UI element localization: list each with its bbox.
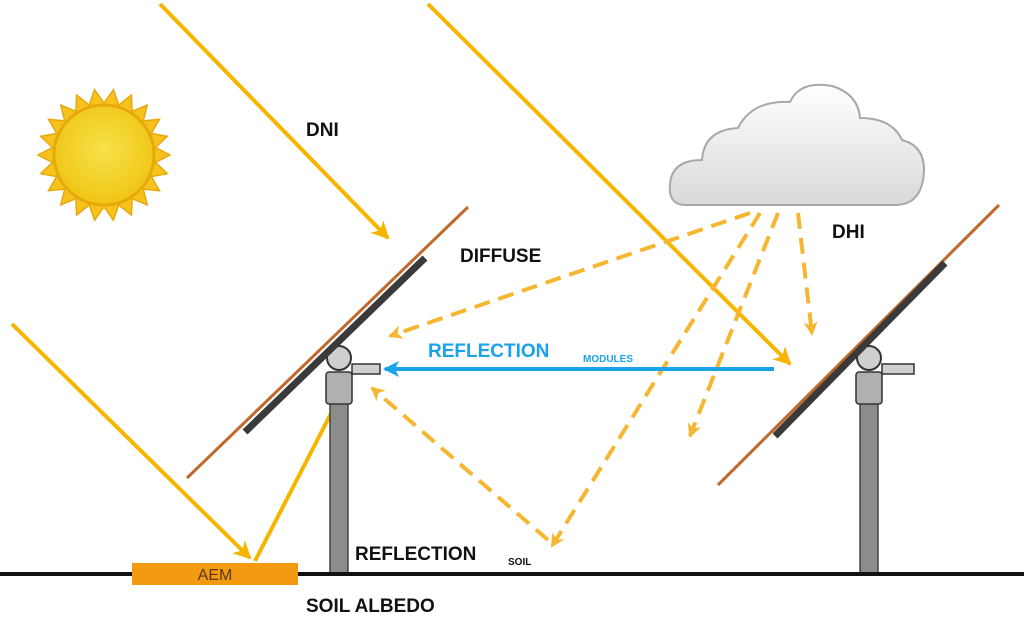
soil-albedo-label: SOIL ALBEDO (306, 596, 435, 617)
direct-beam-rays (10, 2, 792, 562)
ground-ray (10, 322, 252, 560)
reflection-soil-label: REFLECTION SOIL (355, 544, 531, 568)
aem-pad: AEM (132, 563, 298, 585)
sun-icon (36, 88, 172, 222)
left-tracker-post (329, 379, 349, 575)
far-ray (426, 2, 792, 366)
reflection-modules-label: REFLECTION MODULES (428, 341, 633, 365)
dni-label: DNI (306, 120, 339, 141)
right-solar-panel (716, 203, 1001, 487)
right-tracker (716, 203, 1001, 575)
diffuse-rays (370, 211, 818, 548)
albedo-reflection-ray (253, 393, 342, 562)
cloud-icon (668, 83, 926, 206)
diffuse-label: DIFFUSE (460, 246, 541, 267)
reflection-modules-sub: MODULES (583, 354, 633, 365)
reflection-soil-main: REFLECTION (355, 544, 476, 565)
aem-label: AEM (198, 567, 233, 584)
left-tracker (185, 205, 470, 575)
right-tracker-post (859, 379, 879, 575)
reflection-modules-main: REFLECTION (428, 341, 549, 362)
left-solar-panel (185, 205, 470, 480)
reflection-soil-sub: SOIL (508, 557, 531, 568)
dhi-label: DHI (832, 222, 865, 243)
dni-ray (158, 2, 390, 240)
